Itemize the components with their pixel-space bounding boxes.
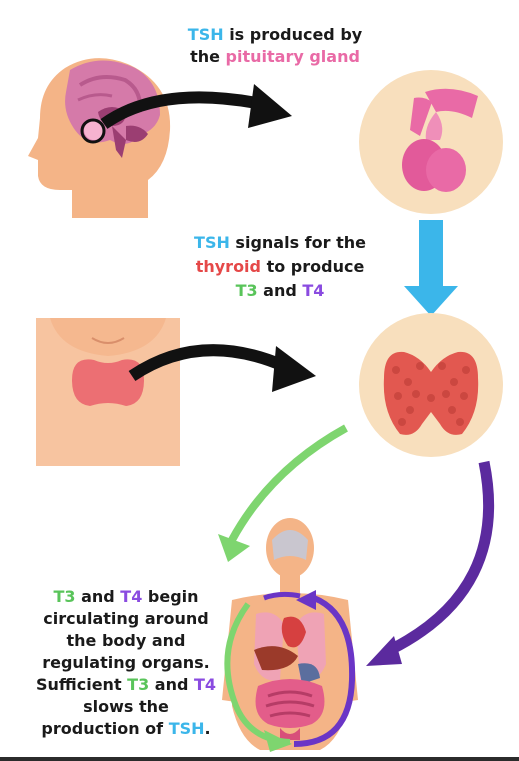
arrow-neck-to-thyroid (128, 344, 316, 392)
arrow-pituitary-to-thyroid (404, 220, 458, 316)
neck-thyroid (72, 359, 144, 406)
tsh-label: TSH (194, 233, 230, 252)
pituitary-gland-label: pituitary gland (225, 47, 360, 66)
step2-line1-text: signals for the (229, 233, 366, 252)
step1-line1-text: is produced by (223, 25, 363, 44)
t4-label: T4 (302, 281, 325, 300)
step3-line1: T3 and T4 begin (20, 586, 232, 608)
bottom-divider (0, 757, 519, 761)
thyroid-circle (359, 313, 503, 457)
arrow-head-to-pituitary (100, 84, 292, 129)
tsh-label: TSH (168, 719, 205, 738)
step1-line2-text: the (190, 47, 226, 66)
tsh-label: TSH (187, 25, 224, 44)
circulation-loop (224, 590, 356, 752)
body-illustration (222, 518, 358, 750)
step2-line1: TSH signals for the (176, 231, 384, 255)
step2-line3-text: and (257, 281, 303, 300)
step2-line2-text: to produce (261, 257, 365, 276)
step2-line3: T3 and T4 (176, 279, 384, 303)
t4-label: T4 (193, 675, 217, 694)
arrow-thyroid-to-body-purple (366, 460, 495, 666)
step2-caption: TSH signals for the thyroid to produce T… (176, 231, 384, 303)
neck-illustration (36, 318, 180, 466)
step3-line3: the body and (66, 631, 186, 650)
step3-line5-and: and (149, 675, 194, 694)
thyroid-label: thyroid (195, 257, 261, 276)
head-illustration (28, 58, 171, 218)
pituitary-highlight-circle (80, 118, 106, 144)
t3-label: T3 (235, 281, 258, 300)
pituitary-circle (359, 70, 503, 214)
step3-line5: Sufficient T3 and T4 (20, 674, 232, 696)
step3-line1-text-end: begin (142, 587, 199, 606)
step3-line6: slows the (83, 697, 169, 716)
step2-line2: thyroid to produce (176, 255, 384, 279)
step3-line7-text: production of (41, 719, 169, 738)
step3-line4: regulating organs. (42, 653, 210, 672)
step1-line1: TSH is produced by (170, 24, 380, 46)
step3-line7-period: . (204, 719, 211, 738)
t4-label: T4 (120, 587, 143, 606)
step3-caption: T3 and T4 begin circulating around the b… (20, 586, 232, 740)
t3-label: T3 (53, 587, 76, 606)
arrow-thyroid-to-body-green (218, 424, 348, 562)
step1-line2: the pituitary gland (170, 46, 380, 68)
t3-label: T3 (127, 675, 150, 694)
step3-line2: circulating around (43, 609, 209, 628)
step3-line7: production of TSH. (20, 718, 232, 740)
step3-line1-text: and (75, 587, 121, 606)
step1-caption: TSH is produced by the pituitary gland (170, 24, 380, 68)
step3-line5-text: Sufficient (35, 675, 128, 694)
